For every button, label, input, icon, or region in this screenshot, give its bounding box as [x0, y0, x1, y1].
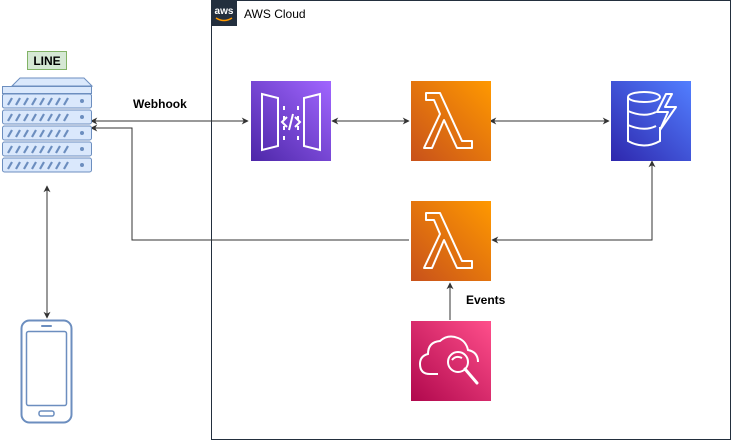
aws-logo-icon: [211, 0, 237, 26]
edges: [43, 117, 656, 320]
dynamodb-icon[interactable]: [611, 81, 691, 161]
lambda-scheduled-icon[interactable]: [411, 201, 491, 281]
aws-logo-text: aws: [215, 6, 234, 17]
events-label: Events: [466, 293, 506, 307]
line-badge: LINE: [27, 51, 67, 70]
aws-cloud-title: AWS Cloud: [244, 7, 306, 21]
lambda-handler-icon[interactable]: [411, 81, 491, 161]
smartphone-icon[interactable]: [20, 319, 73, 424]
line-label: LINE: [33, 54, 60, 68]
cloudwatch-events-icon[interactable]: [411, 321, 491, 401]
aws-cloud-group: aws AWS Cloud: [211, 0, 731, 440]
edge-dynamodb-lambda2: [491, 160, 656, 244]
edge-lambda2-line: [90, 124, 409, 241]
webhook-label: Webhook: [133, 97, 187, 111]
api-gateway-icon[interactable]: [251, 81, 331, 161]
server-rack-icon[interactable]: [2, 77, 94, 173]
